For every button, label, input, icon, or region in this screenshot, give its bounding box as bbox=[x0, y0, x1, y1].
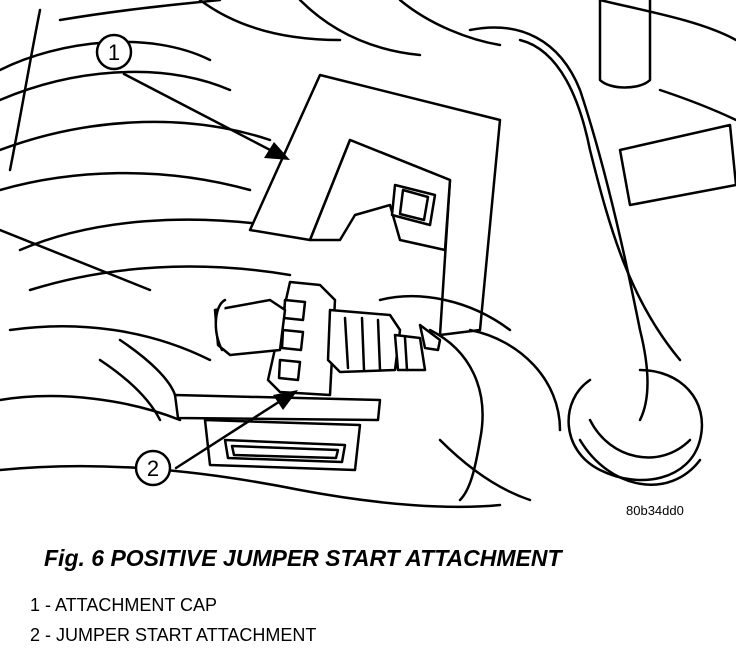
engine-compartment-illustration: 1 2 80b34dd0 bbox=[0, 0, 736, 518]
coolant-hose bbox=[468, 0, 736, 486]
callout-leaders bbox=[122, 72, 287, 470]
attachment-cap bbox=[248, 73, 502, 337]
legend-item-2: 2 - JUMPER START ATTACHMENT bbox=[30, 625, 317, 645]
wiring-harness-left bbox=[0, 0, 302, 422]
callout-1-arrowhead bbox=[264, 142, 290, 160]
upper-background-bodywork bbox=[198, 0, 502, 57]
callout-2-leader bbox=[174, 396, 287, 470]
terminal-bracket bbox=[173, 393, 382, 472]
jumper-start-attachment bbox=[213, 280, 442, 397]
figure-caption: Fig. 6 POSITIVE JUMPER START ATTACHMENT bbox=[44, 545, 562, 571]
callout-legend: 1 - ATTACHMENT CAP 2 - JUMPER START ATTA… bbox=[30, 594, 316, 654]
callout-2: 2 bbox=[134, 449, 172, 487]
callout-2-number: 2 bbox=[147, 456, 159, 481]
callout-2-arrowhead bbox=[273, 390, 298, 410]
legend-item-1: 1 - ATTACHMENT CAP bbox=[30, 595, 218, 615]
callout-1: 1 bbox=[95, 33, 133, 71]
lower-background-bodywork bbox=[0, 228, 562, 509]
callout-1-leader bbox=[122, 72, 276, 154]
callout-1-number: 1 bbox=[108, 40, 120, 65]
figure-id: 80b34dd0 bbox=[626, 503, 684, 518]
